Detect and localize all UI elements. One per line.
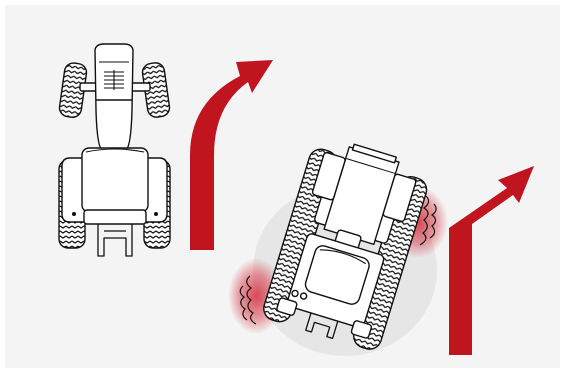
hood-grille	[104, 70, 124, 90]
articulated-tractor-top-view-icon	[263, 143, 428, 350]
cab	[81, 147, 149, 213]
three-point-hitch	[97, 224, 133, 257]
curved-turn-arrow	[190, 60, 273, 250]
drawbar	[305, 312, 339, 340]
tractor-top-view-icon	[58, 43, 171, 257]
right-fender	[142, 157, 168, 223]
rear-body	[83, 209, 147, 225]
angled-turn-arrow	[449, 166, 534, 355]
hood	[94, 43, 134, 151]
cab	[304, 245, 370, 305]
